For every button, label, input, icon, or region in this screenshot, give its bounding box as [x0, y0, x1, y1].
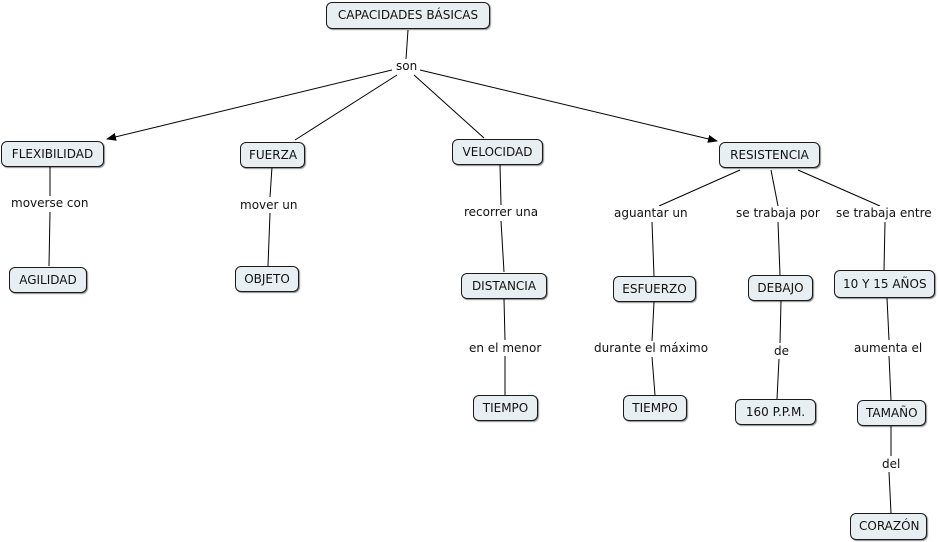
- connector-distancia-menor: [503, 298, 506, 341]
- connector-son-resistencia: [419, 69, 718, 143]
- concept-10-y-15-anos[interactable]: 10 Y 15 AÑOS: [834, 270, 935, 298]
- connector-son-velocidad: [413, 74, 485, 139]
- link-recorrer-una: recorrer una: [463, 205, 540, 219]
- connector-mover-objeto: [267, 212, 271, 267]
- connector-recorrer-distancia: [500, 220, 505, 273]
- connector-resistencia-aguantar: [658, 169, 741, 207]
- concept-debajo[interactable]: DEBAJO: [748, 275, 813, 301]
- connector-entre-anos: [883, 221, 886, 271]
- connector-durante-tiempo: [651, 356, 656, 396]
- link-aumenta-el: aumenta el: [853, 341, 924, 355]
- connector-son-flexibilidad: [106, 69, 393, 141]
- concept-fuerza[interactable]: FUERZA: [240, 142, 305, 168]
- concept-capacidades-basicas[interactable]: CAPACIDADES BÁSICAS: [326, 2, 490, 29]
- connector-esfuerzo-durante: [651, 301, 655, 342]
- connector-resistencia-entre: [797, 169, 881, 207]
- connector-aguantar-esfuerzo: [651, 221, 655, 277]
- concept-agilidad[interactable]: AGILIDAD: [9, 267, 87, 293]
- link-son: son: [395, 59, 419, 73]
- connector-moverse-agilidad: [48, 211, 51, 267]
- concept-esfuerzo[interactable]: ESFUERZO: [613, 276, 696, 302]
- concept-resistencia[interactable]: RESISTENCIA: [719, 142, 820, 168]
- concept-velocidad[interactable]: VELOCIDAD: [452, 139, 543, 165]
- concept-tamano[interactable]: TAMAÑO: [857, 400, 926, 426]
- connector-velocidad-recorrer: [499, 164, 502, 206]
- concept-objeto[interactable]: OBJETO: [235, 266, 299, 292]
- link-se-trabaja-entre: se trabaja entre: [835, 206, 933, 220]
- connector-debajo-de: [779, 300, 782, 344]
- connector-del-corazon: [888, 471, 892, 514]
- link-moverse-con: moverse con: [10, 196, 90, 210]
- connector-aumenta-tamano: [888, 355, 892, 401]
- connector-son-fuerza: [294, 74, 398, 141]
- link-en-el-menor: en el menor: [468, 341, 543, 355]
- concept-distancia[interactable]: DISTANCIA: [461, 273, 547, 299]
- connector-por-debajo: [777, 221, 781, 276]
- connector-fuerza-mover: [269, 166, 273, 198]
- link-durante-el-maximo: durante el máximo: [593, 341, 710, 355]
- connector-de-ppm: [776, 358, 780, 400]
- link-mover-un: mover un: [239, 198, 299, 212]
- concept-flexibilidad[interactable]: FLEXIBILIDAD: [1, 141, 104, 167]
- link-de: de: [773, 344, 790, 358]
- link-aguantar-un: aguantar un: [613, 206, 689, 220]
- link-del: del: [881, 457, 902, 471]
- connector-resistencia-por: [770, 169, 779, 207]
- connector-anos-aumenta: [886, 297, 890, 341]
- concept-tiempo-resistencia[interactable]: TIEMPO: [623, 395, 687, 421]
- concept-corazon[interactable]: CORAZÓN: [850, 513, 927, 540]
- concept-tiempo-velocidad[interactable]: TIEMPO: [473, 395, 538, 421]
- connector-root-son: [405, 29, 409, 60]
- link-se-trabaja-por: se trabaja por: [735, 206, 821, 220]
- concept-160-ppm[interactable]: 160 P.P.M.: [735, 399, 816, 425]
